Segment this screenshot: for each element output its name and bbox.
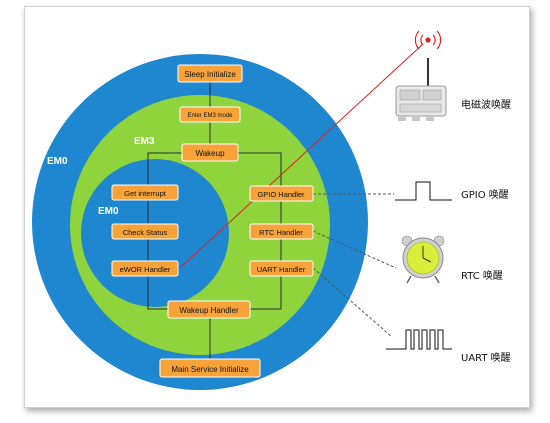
radio-signal-icon bbox=[414, 30, 442, 50]
get-interrupt-label: Get interrupt bbox=[124, 189, 167, 198]
flow-lines bbox=[147, 82, 282, 359]
gpio-wakeup-label: GPIO 唤醒 bbox=[461, 188, 509, 201]
ewor-handler-box: eWOR Handler bbox=[111, 260, 179, 277]
sleep-init-box: Sleep Initialize bbox=[177, 64, 243, 83]
enter-em3-label: Enter EM3 mode bbox=[187, 113, 233, 119]
check-status-label: Check Status bbox=[123, 228, 168, 237]
enter-em3-box: Enter EM3 mode bbox=[179, 106, 241, 123]
wakeup-handler-box: Wakeup Handler bbox=[167, 300, 251, 319]
main-service-init-box: Main Service Initialize bbox=[159, 358, 261, 378]
uart-handler-label: UART Handler bbox=[257, 265, 306, 274]
wakeup-handler-label: Wakeup Handler bbox=[179, 306, 239, 315]
uart-wakeup-label: UART 唤醒 bbox=[461, 351, 511, 364]
uart-handler-box: UART Handler bbox=[249, 260, 314, 277]
rtc-handler-box: RTC Handler bbox=[249, 223, 314, 240]
rf-wakeup-label: 电磁波唤醒 bbox=[461, 98, 511, 111]
wireless-module-icon bbox=[395, 58, 447, 121]
rf-signal-line bbox=[179, 43, 424, 269]
sleep-init-label: Sleep Initialize bbox=[184, 70, 236, 79]
ewor-handler-label: eWOR Handler bbox=[120, 265, 171, 274]
pulse-waveform-icon bbox=[395, 181, 452, 201]
region-label-middle: EM3 bbox=[134, 136, 155, 147]
alarm-clock-icon bbox=[401, 235, 445, 284]
region-label-outer: EM0 bbox=[47, 156, 68, 167]
main-service-init-label: Main Service Initialize bbox=[171, 365, 249, 374]
wakeup-box: Wakeup bbox=[181, 143, 239, 162]
gpio-handler-box: GPIO Handler bbox=[249, 185, 314, 202]
check-status-box: Check Status bbox=[111, 223, 179, 240]
source-dashed-lines bbox=[312, 193, 397, 338]
rtc-wakeup-label: RTC 唤醒 bbox=[461, 269, 503, 282]
rtc-handler-label: RTC Handler bbox=[259, 228, 303, 237]
gpio-handler-label: GPIO Handler bbox=[257, 190, 305, 199]
get-interrupt-box: Get interrupt bbox=[111, 184, 179, 201]
wakeup-label: Wakeup bbox=[195, 149, 225, 158]
region-label-inner: EM0 bbox=[98, 206, 119, 217]
pulse-train-icon bbox=[386, 329, 452, 350]
